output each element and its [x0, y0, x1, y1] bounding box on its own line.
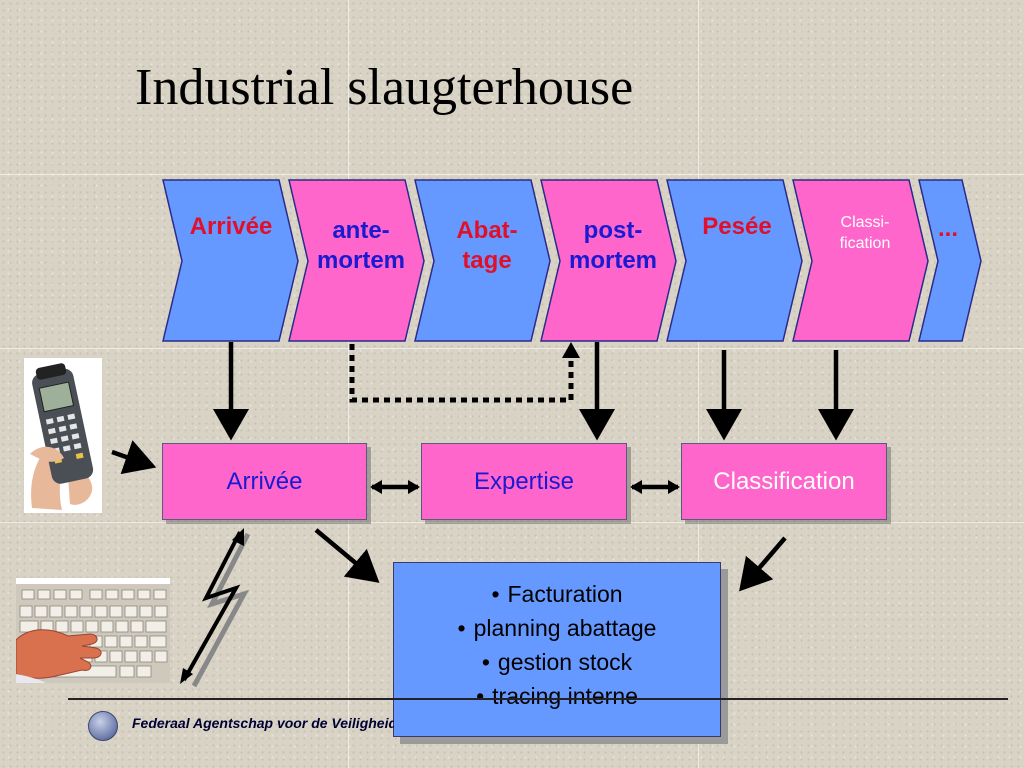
chevron-classification	[792, 179, 929, 342]
arrow-classification-info	[739, 536, 787, 592]
system-box-classification: Classification	[681, 443, 887, 520]
arrow-scanner	[111, 440, 157, 475]
bullet-icon: •	[491, 581, 500, 607]
info-item-text: Facturation	[507, 581, 623, 607]
info-item: • tracing interne	[394, 679, 720, 713]
footer-divider	[68, 698, 1008, 700]
arrowhead	[408, 480, 420, 494]
info-box: • Facturation • planning abattage • gestion…	[393, 562, 721, 737]
bullet-icon: •	[457, 615, 466, 641]
arrowhead	[370, 480, 382, 494]
chevron-label-pesee: Pesée	[676, 212, 798, 242]
chevron-label-line: post-	[583, 217, 643, 244]
system-box-label: Expertise	[473, 467, 575, 495]
chevron-label-line: Pesée	[702, 213, 772, 240]
chevron-label-line: ...	[937, 215, 958, 242]
chevron-label-line: tage	[462, 247, 512, 274]
grid-line	[0, 522, 1024, 523]
chevron-label-line: mortem	[316, 247, 406, 274]
grid-line	[698, 0, 699, 768]
grid-line	[0, 348, 1024, 349]
process-chevrons	[162, 179, 982, 342]
grid-line	[0, 174, 1024, 175]
chevron-label-line: Arrivée	[189, 213, 273, 240]
info-item: • Facturation	[394, 577, 720, 611]
grid-line	[348, 0, 349, 768]
footer-text: Federaal Agentschap voor de Veiligheid v…	[132, 715, 394, 731]
chevron-label-more: ...	[928, 214, 968, 244]
chevron-post-mortem	[540, 179, 677, 342]
slide-title: Industrial slaugterhouse	[135, 59, 634, 116]
bullet-icon: •	[476, 683, 485, 709]
chevron-label-classification: Classi- fication	[804, 212, 926, 254]
chevron-label-abattage: Abat- tage	[426, 216, 548, 276]
info-item: • planning abattage	[394, 611, 720, 645]
system-box-label: Classification	[713, 467, 855, 495]
chevron-label-ante-mortem: ante- mortem	[300, 216, 422, 276]
info-list: • Facturation • planning abattage • gestion…	[394, 563, 720, 713]
chevron-more	[918, 179, 982, 342]
handheld-scanner-icon	[24, 358, 102, 513]
arrow-arrivee-info	[314, 528, 380, 583]
info-item-text: tracing interne	[492, 683, 638, 709]
chevron-arrivee	[162, 179, 299, 342]
keyboard-hand-icon	[15, 578, 170, 683]
agency-logo-icon	[88, 711, 118, 741]
dotted-link-arrowhead	[562, 342, 580, 358]
chevron-label-line: Classi-	[840, 214, 890, 231]
arrowhead	[630, 480, 642, 494]
info-item: • gestion stock	[394, 645, 720, 679]
chevron-label-post-mortem: post- mortem	[552, 216, 674, 276]
info-item-text: gestion stock	[497, 649, 633, 675]
system-box-label: Arrivée	[226, 467, 303, 495]
info-item-text: planning abattage	[473, 615, 657, 641]
dotted-link	[349, 344, 574, 403]
chevron-label-line: fication	[839, 235, 891, 252]
chevron-ante-mortem	[288, 179, 425, 342]
chevron-abattage	[414, 179, 551, 342]
chevron-pesee	[666, 179, 803, 342]
chevron-label-line: ante-	[332, 217, 390, 244]
system-box-expertise: Expertise	[421, 443, 627, 520]
chevron-label-arrivee: Arrivée	[170, 212, 292, 242]
lightning-link	[180, 528, 251, 688]
system-box-arrivee: Arrivée	[162, 443, 367, 520]
chevron-label-line: mortem	[568, 247, 658, 274]
chevron-label-line: Abat-	[456, 217, 518, 244]
bullet-icon: •	[481, 649, 490, 675]
arrowhead	[668, 480, 680, 494]
